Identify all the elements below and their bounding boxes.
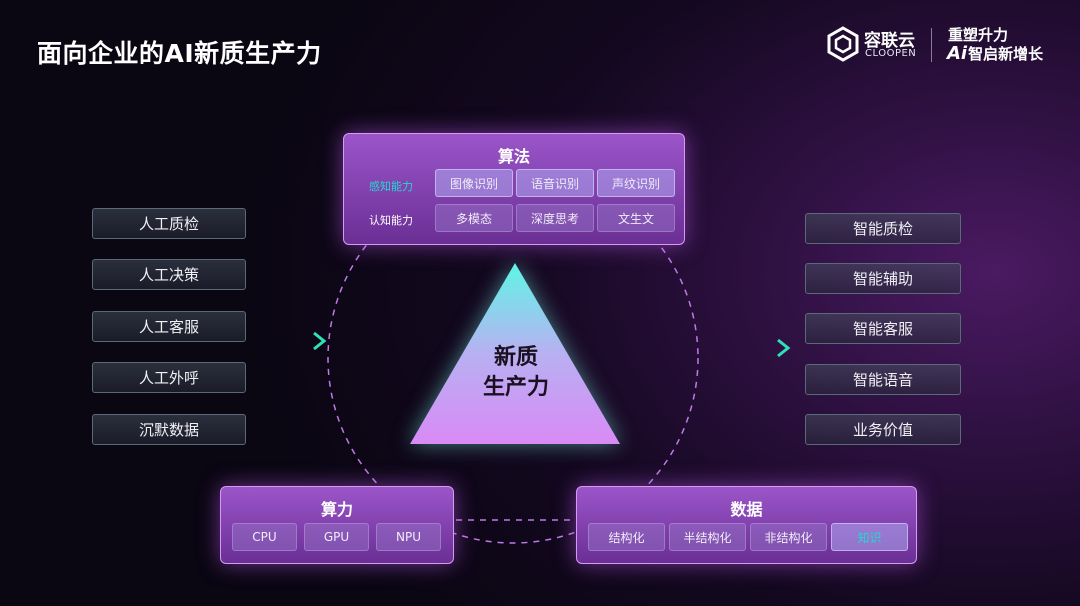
chip-image-recognition: 图像识别 xyxy=(435,169,513,197)
chip-deep-thinking: 深度思考 xyxy=(516,204,594,232)
dashed-cycle-circle xyxy=(327,172,699,544)
chip-semi-structured: 半结构化 xyxy=(669,523,746,551)
perception-label: 感知能力 xyxy=(369,180,413,193)
slogan-line2-text: 智启新增长 xyxy=(968,45,1044,63)
output-item-smart-assist: 智能辅助 xyxy=(805,263,961,294)
input-item-customer-service: 人工客服 xyxy=(92,311,246,342)
chip-npu: NPU xyxy=(376,523,441,551)
output-item-smart-service: 智能客服 xyxy=(805,313,961,344)
input-item-silent-data: 沉默数据 xyxy=(92,414,246,445)
triangle-label: 新质 生产力 xyxy=(476,343,556,403)
data-panel-title: 数据 xyxy=(730,500,763,519)
brand-name-en: CLOOPEN xyxy=(865,48,917,59)
chip-unstructured: 非结构化 xyxy=(750,523,827,551)
brand-name: 容联云 xyxy=(864,31,915,51)
chip-knowledge: 知识 xyxy=(831,523,908,551)
slogan-ai: Ai xyxy=(947,43,968,64)
chip-speech-recognition: 语音识别 xyxy=(516,169,594,197)
output-arrow-icon xyxy=(665,338,791,358)
triangle-label-line1: 新质 xyxy=(493,345,538,370)
chip-voiceprint-recognition: 声纹识别 xyxy=(597,169,675,197)
input-item-outbound-call: 人工外呼 xyxy=(92,362,246,393)
triangle-label-line2: 生产力 xyxy=(482,375,549,400)
chip-cpu: CPU xyxy=(232,523,297,551)
brand-logo: 容联云 CLOOPEN xyxy=(826,26,918,64)
algorithm-panel-title: 算法 xyxy=(497,147,530,166)
compute-panel: 算力 CPU GPU NPU xyxy=(220,486,454,564)
output-item-smart-voice: 智能语音 xyxy=(805,364,961,395)
page-title: 面向企业的AI新质生产力 xyxy=(37,39,322,68)
output-item-business-value: 业务价值 xyxy=(805,414,961,445)
productivity-triangle xyxy=(410,263,620,444)
chip-structured: 结构化 xyxy=(588,523,665,551)
data-panel: 数据 结构化 半结构化 非结构化 知识 xyxy=(576,486,917,564)
slogan-line2: Ai智启新增长 xyxy=(947,43,1043,64)
algorithm-panel: 算法 感知能力 图像识别 语音识别 声纹识别 认知能力 多模态 深度思考 文生文 xyxy=(343,133,685,245)
compute-panel-title: 算力 xyxy=(320,500,353,519)
cloopen-logo-icon xyxy=(827,26,859,62)
chip-gpu: GPU xyxy=(304,523,369,551)
slogan-line1: 重塑升力 xyxy=(948,26,1009,44)
cognition-label: 认知能力 xyxy=(369,214,413,227)
input-arrow-icon xyxy=(252,331,327,351)
input-item-decision: 人工决策 xyxy=(92,259,246,290)
brand-divider xyxy=(931,28,932,62)
output-item-smart-quality: 智能质检 xyxy=(805,213,961,244)
input-item-quality-check: 人工质检 xyxy=(92,208,246,239)
chip-text-generation: 文生文 xyxy=(597,204,675,232)
chip-multimodal: 多模态 xyxy=(435,204,513,232)
